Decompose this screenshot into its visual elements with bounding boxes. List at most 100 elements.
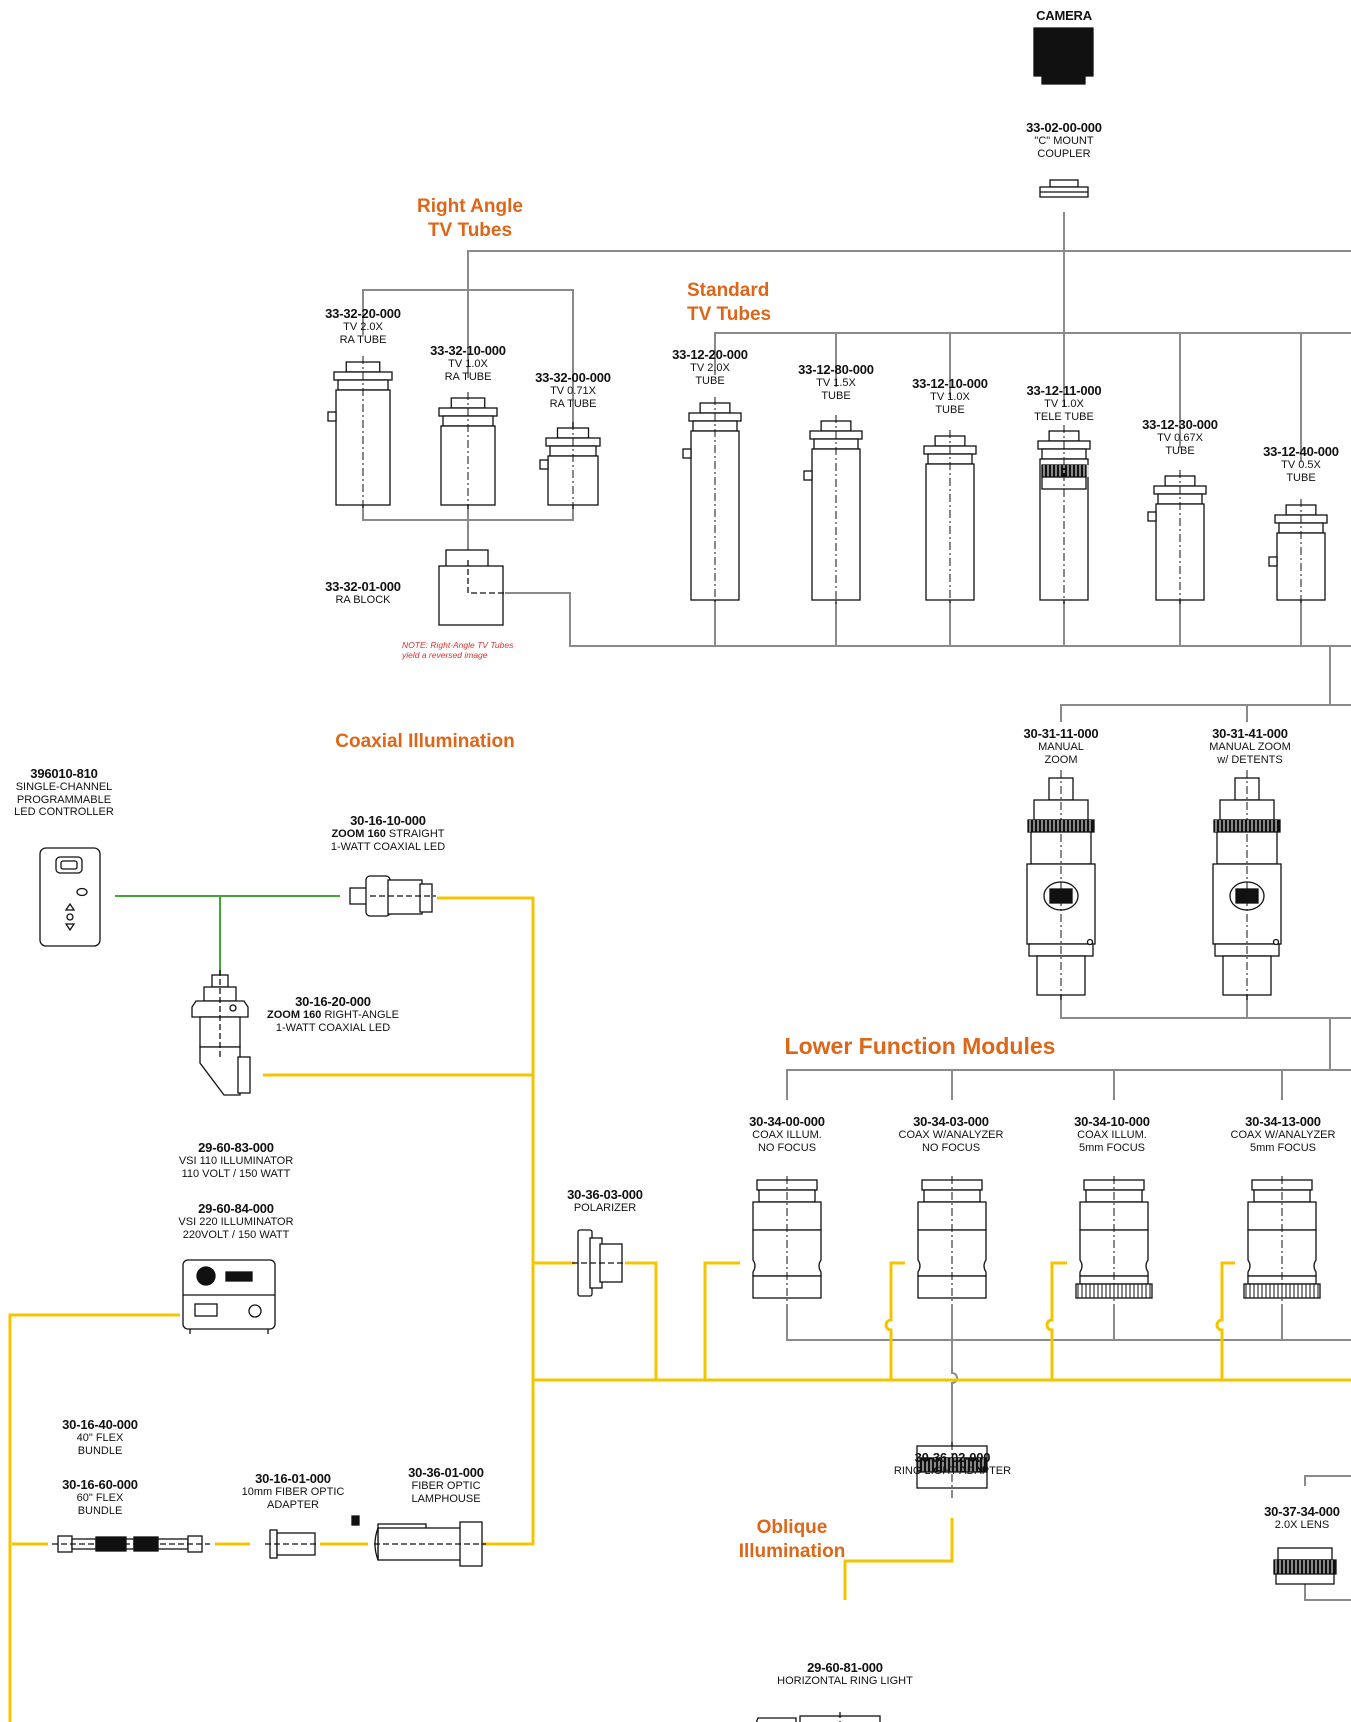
tv-tube-1x-tele-drawing <box>1037 425 1091 604</box>
part-description: RA BLOCK <box>335 594 391 606</box>
part-description: 10mm FIBER OPTIC ADAPTER <box>241 1486 345 1511</box>
part-description: RING LIGHT ADAPTER <box>893 1465 1012 1477</box>
part-description: VSI 110 ILLUMINATOR 110 VOLT / 150 WATT <box>178 1155 294 1180</box>
section-title-coaxial: Coaxial Illumination <box>335 731 515 752</box>
part-number: 33-32-10-000 <box>430 343 506 358</box>
part-description: HORIZONTAL RING LIGHT <box>777 1675 913 1687</box>
part-number: 30-16-60-000 <box>62 1477 138 1492</box>
tv-tube-05x-drawing <box>1268 499 1328 604</box>
part-description: TV 0.67X TUBE <box>1157 432 1203 457</box>
coax-analyzer-5mm-focus-drawing <box>1243 1176 1321 1305</box>
part-label-33-02-00-000: 33-02-00-000"C" MOUNT COUPLER <box>1014 120 1114 160</box>
part-number: 30-16-01-000 <box>255 1471 331 1486</box>
tv-tube-071x-ra-drawing <box>539 422 601 509</box>
part-description: TV 2.0X RA TUBE <box>339 321 387 346</box>
part-number: 30-16-10-000 <box>350 813 426 828</box>
part-number: 396010-810 <box>30 766 98 781</box>
part-description: TV 0.5X TUBE <box>1281 459 1321 484</box>
part-number: 29-60-81-000 <box>807 1660 883 1675</box>
part-description: TV 2.0X TUBE <box>690 362 730 387</box>
horizontal-ring-light-drawing <box>755 1712 881 1722</box>
note-reversed-image: NOTE: Right-Angle TV Tubes yield a rever… <box>402 640 514 660</box>
fiber-optic-adapter-drawing <box>265 1529 318 1559</box>
part-description: COAX W/ANALYZER 5mm FOCUS <box>1230 1129 1336 1154</box>
tv-tube-067x-drawing <box>1147 470 1207 604</box>
coax-illum-no-focus-drawing <box>752 1176 822 1305</box>
part-number: 33-12-40-000 <box>1263 444 1339 459</box>
part-number: 30-34-03-000 <box>913 1114 989 1129</box>
part-description: COAX ILLUM. 5mm FOCUS <box>1077 1129 1147 1154</box>
part-description: 2.0X LENS <box>1274 1519 1330 1531</box>
part-number: 30-31-11-000 <box>1023 726 1099 741</box>
part-number: 29-60-83-000 <box>198 1140 274 1155</box>
part-number: 30-36-01-000 <box>408 1465 484 1480</box>
part-number: 33-02-00-000 <box>1026 120 1102 135</box>
part-number: 30-37-34-000 <box>1264 1504 1340 1519</box>
part-number: 33-32-20-000 <box>325 306 401 321</box>
section-title-right-angle: Right Angle TV Tubes <box>417 196 523 241</box>
part-number: 33-12-80-000 <box>798 362 874 377</box>
part-number: 29-60-84-000 <box>198 1201 274 1216</box>
part-number: 33-12-11-000 <box>1026 383 1102 398</box>
section-title-oblique: Oblique Illumination <box>738 1517 846 1562</box>
part-description: FIBER OPTIC LAMPHOUSE <box>411 1480 481 1505</box>
part-number: 30-36-03-000 <box>567 1187 643 1202</box>
fiber-optic-lamphouse-drawing <box>351 1515 486 1567</box>
part-description: ZOOM 160 STRAIGHT 1-WATT COAXIAL LED <box>330 828 446 853</box>
part-number: 30-34-10-000 <box>1074 1114 1150 1129</box>
straight-coaxial-led-drawing <box>349 875 436 917</box>
part-number: 30-16-20-000 <box>295 994 371 1009</box>
part-description: TV 1.0X RA TUBE <box>444 358 492 383</box>
manual-zoom-detents-drawing <box>1212 770 1282 1000</box>
part-description: 60" FLEX BUNDLE <box>76 1492 124 1517</box>
coax-analyzer-no-focus-drawing <box>917 1176 987 1305</box>
part-description: COAX W/ANALYZER NO FOCUS <box>898 1129 1004 1154</box>
part-number: 30-16-40-000 <box>62 1417 138 1432</box>
polarizer-drawing <box>572 1229 626 1297</box>
tv-tube-1x-drawing <box>923 430 977 604</box>
part-description: 40" FLEX BUNDLE <box>76 1432 124 1457</box>
ring-light-adapter-drawing <box>916 1442 988 1500</box>
c-mount-coupler-drawing <box>1039 179 1089 198</box>
ra-block-drawing <box>438 549 505 626</box>
part-number: 30-34-13-000 <box>1245 1114 1321 1129</box>
part-number: 33-12-20-000 <box>672 347 748 362</box>
flex-bundle-drawing <box>52 1535 210 1553</box>
yellow-connectors <box>8 896 1351 1722</box>
part-description: POLARIZER <box>573 1202 637 1214</box>
part-description: MANUAL ZOOM w/ DETENTS <box>1209 741 1291 766</box>
right-angle-coaxial-led-drawing <box>191 970 251 1096</box>
part-description: ZOOM 160 RIGHT-ANGLE 1-WATT COAXIAL LED <box>266 1009 400 1034</box>
part-description: "C" MOUNT COUPLER <box>1034 135 1094 160</box>
manual-zoom-drawing <box>1026 770 1096 1000</box>
section-title-lower-function: Lower Function Modules <box>784 1033 1056 1059</box>
tv-tube-2x-ra-drawing <box>327 356 393 509</box>
